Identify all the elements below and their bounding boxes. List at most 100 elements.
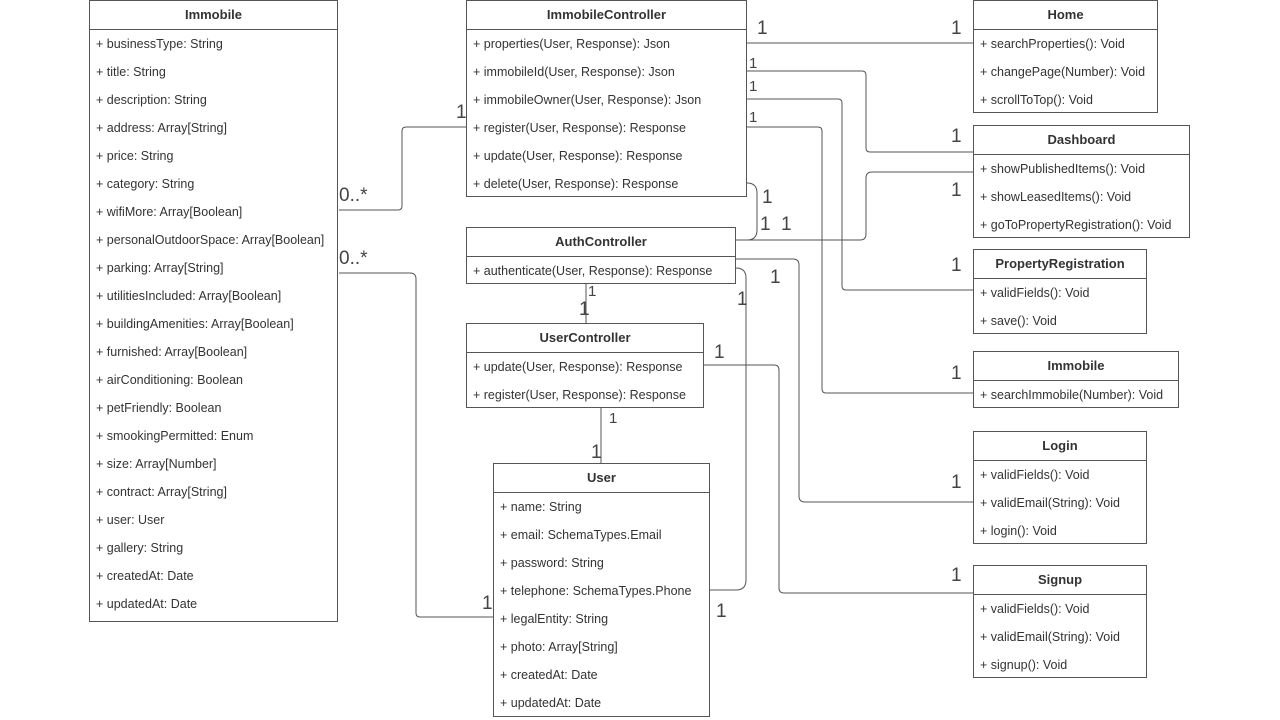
- class-member: + airConditioning: Boolean: [96, 373, 243, 387]
- class-member: + update(User, Response): Response: [473, 360, 683, 374]
- multiplicity-label: 1: [781, 214, 792, 235]
- class-member: + petFriendly: Boolean: [96, 401, 222, 415]
- class-member: + address: Array[String]: [96, 121, 227, 135]
- class-immobile-model[interactable]: Immobile + businessType: String+ title: …: [89, 0, 338, 622]
- class-member: + immobileId(User, Response): Json: [473, 65, 675, 79]
- class-name: ImmobileController: [467, 1, 746, 30]
- assoc-immobilecontroller-propertyregistration: [747, 98, 974, 291]
- multiplicity-label: 1: [579, 299, 590, 320]
- class-member: + email: SchemaTypes.Email: [500, 528, 662, 542]
- class-property-registration-view[interactable]: PropertyRegistration + validFields(): Vo…: [973, 249, 1147, 334]
- class-login-view[interactable]: Login + validFields(): Void+ validEmail(…: [973, 431, 1147, 544]
- class-member: + validEmail(String): Void: [980, 630, 1120, 644]
- class-member: + personalOutdoorSpace: Array[Boolean]: [96, 233, 325, 247]
- class-member: + goToPropertyRegistration(): Void: [980, 218, 1172, 232]
- class-member: + category: String: [96, 177, 195, 191]
- assoc-immobilecontroller-immobileview: [747, 126, 974, 394]
- multiplicity-label: 1: [716, 601, 727, 622]
- class-member: + name: String: [500, 500, 582, 514]
- class-member: + delete(User, Response): Response: [473, 177, 679, 191]
- multiplicity-label: 1: [737, 289, 748, 310]
- class-home-view[interactable]: Home + searchProperties(): Void+ changeP…: [973, 0, 1158, 113]
- class-name: Home: [974, 1, 1157, 30]
- class-member: + title: String: [96, 65, 166, 79]
- class-member: + updatedAt: Date: [96, 597, 198, 611]
- class-member: + update(User, Response): Response: [473, 149, 683, 163]
- assoc-user-immobilemodel: [339, 272, 494, 618]
- assoc-usercontroller-signup: [704, 364, 974, 594]
- class-signup-view[interactable]: Signup + validFields(): Void+ validEmail…: [973, 565, 1147, 678]
- multiplicity-label: 1: [951, 18, 962, 39]
- class-member: + validEmail(String): Void: [980, 496, 1120, 510]
- class-member: + immobileOwner(User, Response): Json: [473, 93, 702, 107]
- multiplicity-label: 1: [951, 565, 962, 586]
- class-name: PropertyRegistration: [974, 250, 1146, 279]
- class-member: + gallery: String: [96, 541, 184, 555]
- class-member: + register(User, Response): Response: [473, 121, 686, 135]
- class-name: Immobile: [90, 1, 337, 30]
- multiplicity-label: 1: [951, 255, 962, 276]
- member-list: + showPublishedItems(): Void + showLeased…: [974, 155, 1189, 239]
- class-name: Dashboard: [974, 126, 1189, 155]
- class-member: + showLeasedItems(): Void: [980, 190, 1132, 204]
- assoc-immobilecontroller-immobilemodel: [339, 126, 467, 211]
- class-member: + save(): Void: [980, 314, 1057, 328]
- multiplicity-label: 1: [770, 267, 781, 288]
- assoc-immobilecontroller-dashboard: [747, 70, 974, 153]
- multiplicity-label: 1: [951, 180, 962, 201]
- member-list: + validFields(): Void + save(): Void: [974, 279, 1146, 335]
- class-member: + validFields(): Void: [980, 286, 1090, 300]
- class-member: + login(): Void: [980, 524, 1057, 538]
- class-name: UserController: [467, 324, 703, 353]
- member-list: + update(User, Response): Response + regi…: [467, 353, 703, 409]
- member-list: + searchProperties(): Void+ changePage(N…: [974, 30, 1157, 114]
- multiplicity-label: 1: [714, 342, 725, 363]
- multiplicity-label: 1: [482, 593, 493, 614]
- class-member: + smookingPermitted: Enum: [96, 429, 254, 443]
- class-immobile-controller[interactable]: ImmobileController + properties(User, Re…: [466, 0, 747, 197]
- class-member: + legalEntity: String: [500, 612, 609, 626]
- member-list: + name: String + email: SchemaTypes.Email…: [494, 493, 709, 717]
- multiplicity-label: 0..*: [339, 185, 368, 206]
- class-member: + wifiMore: Array[Boolean]: [96, 205, 243, 219]
- class-member: + furnished: Array[Boolean]: [96, 345, 248, 359]
- multiplicity-label: 1: [749, 109, 758, 126]
- class-user-controller[interactable]: UserController + update(User, Response):…: [466, 323, 704, 408]
- multiplicity-label: 1: [762, 187, 773, 208]
- member-list: + validFields(): Void+ validEmail(String…: [974, 461, 1146, 545]
- multiplicity-label: 0..*: [339, 248, 368, 269]
- class-member: + price: String: [96, 149, 174, 163]
- class-member: + size: Array[Number]: [96, 457, 217, 471]
- multiplicity-label: 1: [456, 102, 467, 123]
- class-auth-controller[interactable]: AuthController + authenticate(User, Resp…: [466, 227, 736, 284]
- class-member: + showPublishedItems(): Void: [980, 162, 1146, 176]
- multiplicity-label: 1: [951, 363, 962, 384]
- class-member: + authenticate(User, Response): Response: [473, 264, 713, 278]
- multiplicity-label: 1: [609, 410, 618, 427]
- class-name: User: [494, 464, 709, 493]
- class-member: + searchImmobile(Number): Void: [980, 388, 1164, 402]
- class-member: + photo: Array[String]: [500, 640, 618, 654]
- class-member: + user: User: [96, 513, 165, 527]
- class-member: + buildingAmenities: Array[Boolean]: [96, 317, 294, 331]
- member-list: + businessType: String+ title: String+ d…: [90, 30, 337, 618]
- multiplicity-label: 1: [749, 78, 758, 95]
- multiplicity-label: 1: [588, 283, 597, 300]
- multiplicity-label: 1: [591, 442, 602, 463]
- class-member: + telephone: SchemaTypes.Phone: [500, 584, 692, 598]
- class-member: + register(User, Response): Response: [473, 388, 686, 402]
- class-user-model[interactable]: User + name: String + email: SchemaTypes.…: [493, 463, 710, 717]
- class-member: + searchProperties(): Void: [980, 37, 1125, 51]
- class-member: + utilitiesIncluded: Array[Boolean]: [96, 289, 282, 303]
- multiplicity-label: 1: [951, 472, 962, 493]
- class-name: Signup: [974, 566, 1146, 595]
- member-list: + searchImmobile(Number): Void: [974, 381, 1178, 409]
- class-member: + contract: Array[String]: [96, 485, 227, 499]
- member-list: + validFields(): Void+ validEmail(String…: [974, 595, 1146, 679]
- class-dashboard-view[interactable]: Dashboard + showPublishedItems(): Void+ …: [973, 125, 1190, 238]
- class-member: + description: String: [96, 93, 207, 107]
- class-name: AuthController: [467, 228, 735, 257]
- assoc-authcontroller-login: [736, 258, 974, 503]
- class-member: + signup(): Void: [980, 658, 1068, 672]
- class-immobile-view[interactable]: Immobile + searchImmobile(Number): Void: [973, 351, 1179, 408]
